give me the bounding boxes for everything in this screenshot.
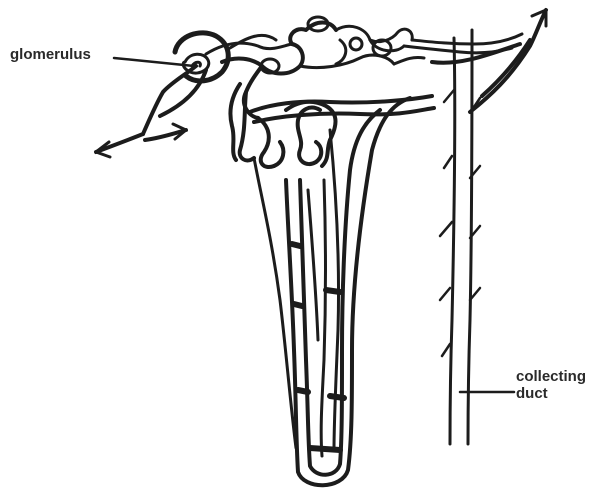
distal-convoluted-tubule (250, 96, 434, 166)
glomerulus-pointer (114, 58, 194, 66)
collecting-duct-label-line1: collecting (516, 368, 586, 385)
collecting-duct-label: collecting duct (516, 368, 586, 402)
collecting-duct-label-line2: duct (516, 385, 586, 402)
glomerulus-label: glomerulus (10, 46, 91, 63)
collecting-duct-notches (440, 90, 480, 356)
capillary-loops (261, 17, 391, 73)
arrow-left (96, 124, 186, 157)
loop-of-henle (286, 98, 410, 485)
